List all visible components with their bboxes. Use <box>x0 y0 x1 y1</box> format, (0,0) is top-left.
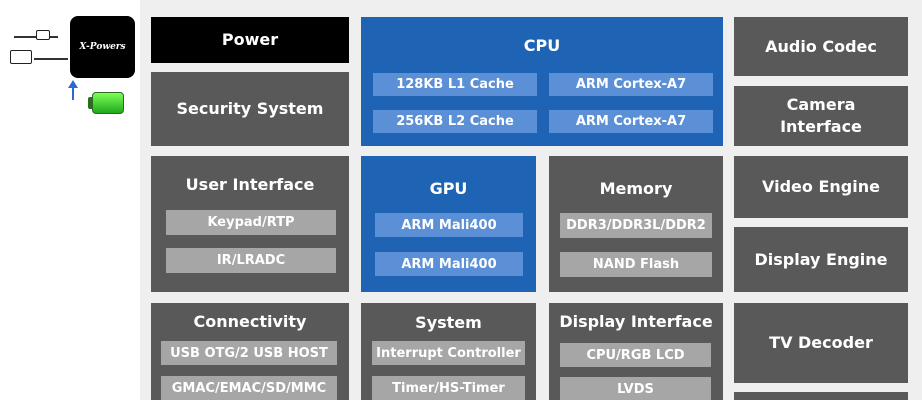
block-title: User Interface <box>185 175 315 194</box>
block-title: Video Engine <box>762 177 880 196</box>
display-interface-item: LVDS <box>560 377 711 400</box>
camera-interface-block: Camera Interface <box>734 86 908 146</box>
power-block: Power <box>151 17 349 63</box>
audio-codec-block: Audio Codec <box>734 17 908 76</box>
arrow-up-icon <box>68 80 78 88</box>
block-title: Security System <box>176 99 324 118</box>
block-title: Audio Codec <box>765 36 877 56</box>
connectivity-item: USB OTG/2 USB HOST <box>161 341 337 365</box>
connectivity-item: GMAC/EMAC/SD/MMC <box>161 376 337 400</box>
gpu-item: ARM Mali400 <box>375 213 523 237</box>
block-title: GPU <box>429 179 468 198</box>
memory-item: DDR3/DDR3L/DDR2 <box>560 213 712 238</box>
block-title: Display Interface <box>559 312 713 331</box>
block-title: TV Decoder <box>769 333 873 352</box>
battery-icon <box>92 92 124 114</box>
cpu-block: CPU 128KB L1 Cache ARM Cortex-A7 256KB L… <box>361 17 723 146</box>
user-interface-block: User Interface Keypad/RTP IR/LRADC <box>151 156 349 292</box>
video-engine-block: Video Engine <box>734 156 908 218</box>
display-interface-item: CPU/RGB LCD <box>560 343 711 367</box>
bottom-block-edge <box>734 392 908 400</box>
connectivity-block: Connectivity USB OTG/2 USB HOST GMAC/EMA… <box>151 303 349 400</box>
system-item: Timer/HS-Timer <box>372 376 525 400</box>
ui-item: Keypad/RTP <box>166 210 336 235</box>
security-block: Security System <box>151 72 349 146</box>
power-plug-icon <box>10 50 32 64</box>
block-title: Memory <box>599 179 673 198</box>
display-interface-block: Display Interface CPU/RGB LCD LVDS <box>549 303 723 400</box>
block-title: Connectivity <box>193 312 307 331</box>
cpu-item: ARM Cortex-A7 <box>549 73 713 96</box>
cpu-item: 256KB L2 Cache <box>373 110 537 133</box>
battery-cap <box>88 97 93 109</box>
block-title: Power <box>221 30 279 49</box>
cpu-item: ARM Cortex-A7 <box>549 110 713 133</box>
block-title: System <box>415 313 482 332</box>
arrow-line <box>72 86 74 100</box>
memory-block: Memory DDR3/DDR3L/DDR2 NAND Flash <box>549 156 723 292</box>
cable-line <box>34 58 68 60</box>
block-title: Camera Interface <box>780 95 862 136</box>
display-engine-block: Display Engine <box>734 227 908 292</box>
system-item: Interrupt Controller <box>372 341 525 365</box>
tv-decoder-block: TV Decoder <box>734 303 908 383</box>
ui-item: IR/LRADC <box>166 248 336 273</box>
system-block: System Interrupt Controller Timer/HS-Tim… <box>361 303 536 400</box>
gpu-block: GPU ARM Mali400 ARM Mali400 <box>361 156 536 292</box>
block-title: CPU <box>523 36 561 55</box>
logo-text: X-Powers <box>79 42 126 52</box>
gpu-item: ARM Mali400 <box>375 252 523 276</box>
cpu-item: 128KB L1 Cache <box>373 73 537 96</box>
chip-logo-icon: X-Powers <box>70 16 135 78</box>
memory-item: NAND Flash <box>560 252 712 277</box>
power-plug-icon <box>36 30 50 40</box>
block-title: Display Engine <box>754 249 888 269</box>
